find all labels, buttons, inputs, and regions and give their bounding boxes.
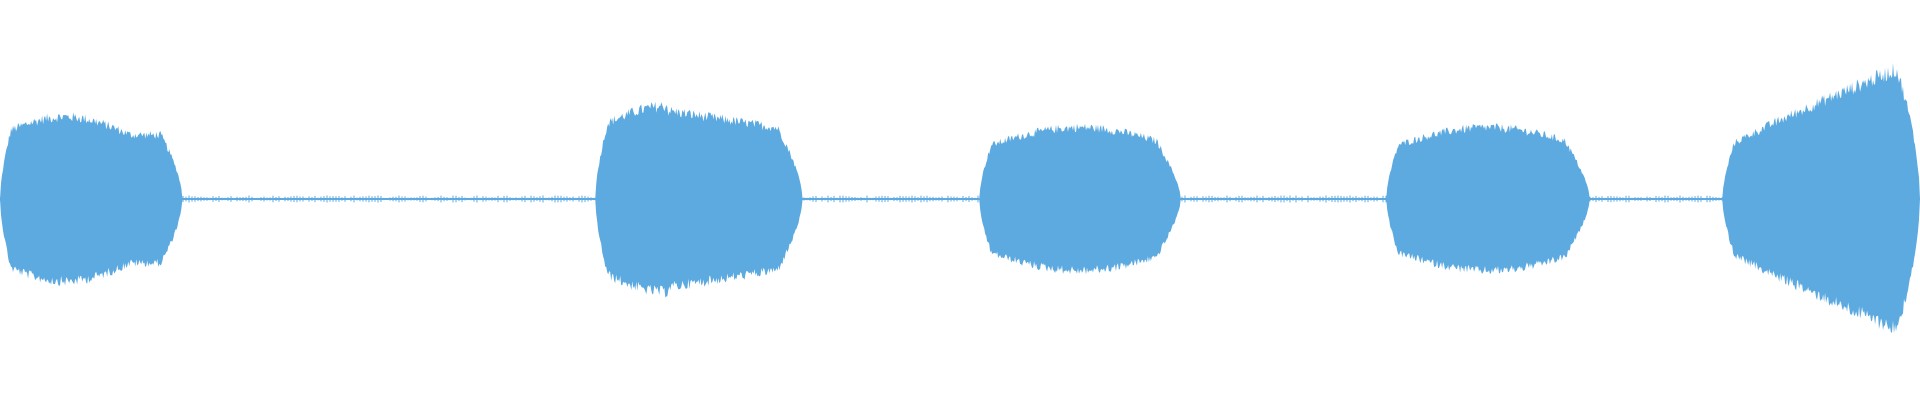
waveform-burst-4: [1386, 123, 1590, 275]
waveform-burst-2: [595, 101, 803, 298]
waveform-burst-1: [0, 112, 183, 287]
waveform-bursts: [0, 62, 1920, 334]
waveform-burst-3: [979, 123, 1181, 275]
waveform-burst-5: [1722, 62, 1920, 334]
